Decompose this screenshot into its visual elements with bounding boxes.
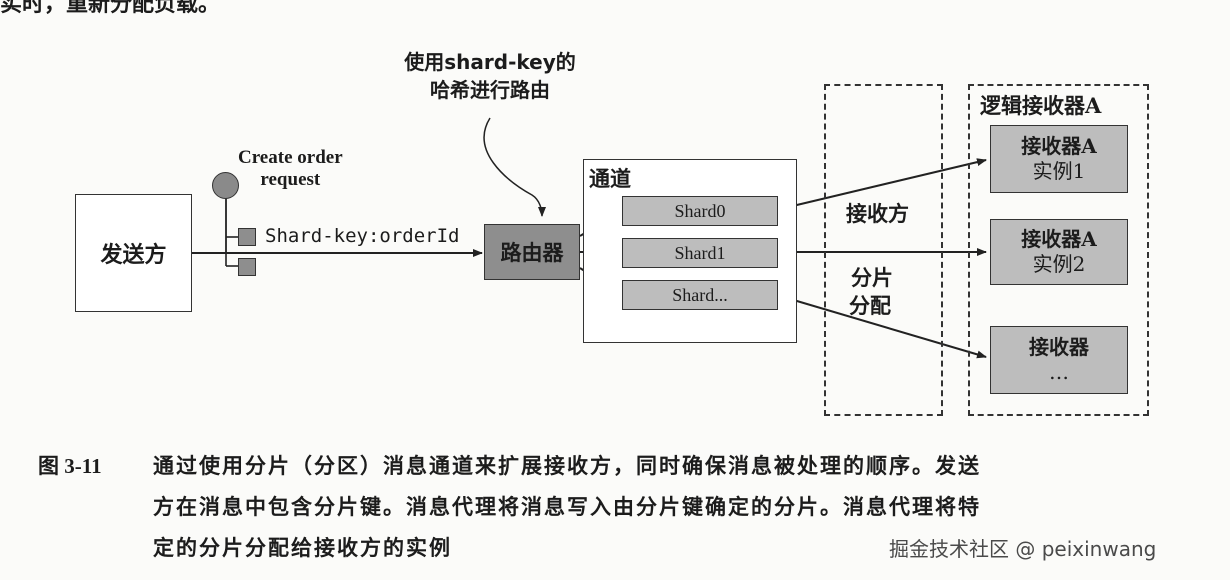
assignment-region [824,84,943,416]
annotation-pointer [483,117,546,217]
assignment-label-receiver: 接收方 [842,198,913,228]
instance-1-line2: 实例1 [1032,159,1086,183]
caption-line-2: 方在消息中包含分片键。消息代理将消息写入由分片键确定的分片。消息代理将特 [153,494,981,519]
shard-1: Shard1 [622,238,778,268]
routing-annotation: 使用shard-key的 哈希进行路由 [380,48,600,104]
router-box: 路由器 [484,224,580,280]
watermark: 掘金技术社区 @ peixinwang [889,537,1157,561]
shard0-to-instance1-arrow [779,158,987,210]
request-label: Create order request [238,147,343,191]
logical-receiver-region [968,84,1149,416]
shard-n: Shard... [622,280,778,310]
instance-2-line1: 接收器A [1021,227,1097,251]
shard-key-label: Shard-key:orderId [263,225,462,247]
router-label: 路由器 [500,240,564,265]
shardn-to-receiver-arrow [779,295,987,359]
instance-2-line2: 实例2 [1032,252,1086,276]
routing-annotation-line1: 使用shard-key的 [404,50,576,74]
instance-n-line1: 接收器 [1029,335,1089,359]
routing-annotation-line2: 哈希进行路由 [430,78,550,102]
header-fragment: 实时，重新分配负载。 [0,0,221,17]
channel-title: 通道 [589,166,631,191]
instance-n-line2: … [1049,360,1069,384]
shard-n-label: Shard... [672,284,728,305]
instance-1-line1: 接收器A [1021,134,1097,158]
message-circle-icon [212,172,239,199]
body-square-icon [238,258,256,276]
request-label-line1: Create order [238,147,343,168]
logical-receiver-title: 逻辑接收器A [978,90,1104,120]
figure-number: 图 3-11 [38,454,102,478]
receiver-instance-n: 接收器 … [990,326,1128,394]
sender-label: 发送方 [100,242,167,268]
sender-box: 发送方 [75,194,192,312]
assignment-label-assign: 分配 [849,293,891,318]
shard-1-label: Shard1 [674,242,726,263]
request-label-line2: request [260,169,321,190]
shard-0-label: Shard0 [674,200,726,221]
receiver-instance-1: 接收器A 实例1 [990,125,1128,193]
header-square-icon [238,228,256,246]
caption-line-1: 通过使用分片（分区）消息通道来扩展接收方，同时确保消息被处理的顺序。发送 [153,453,981,478]
assignment-label-shard: 分片 [849,262,895,292]
shard-0: Shard0 [622,196,778,226]
receiver-instance-2: 接收器A 实例2 [990,219,1128,285]
caption-line-3: 定的分片分配给接收方的实例 [153,535,452,560]
